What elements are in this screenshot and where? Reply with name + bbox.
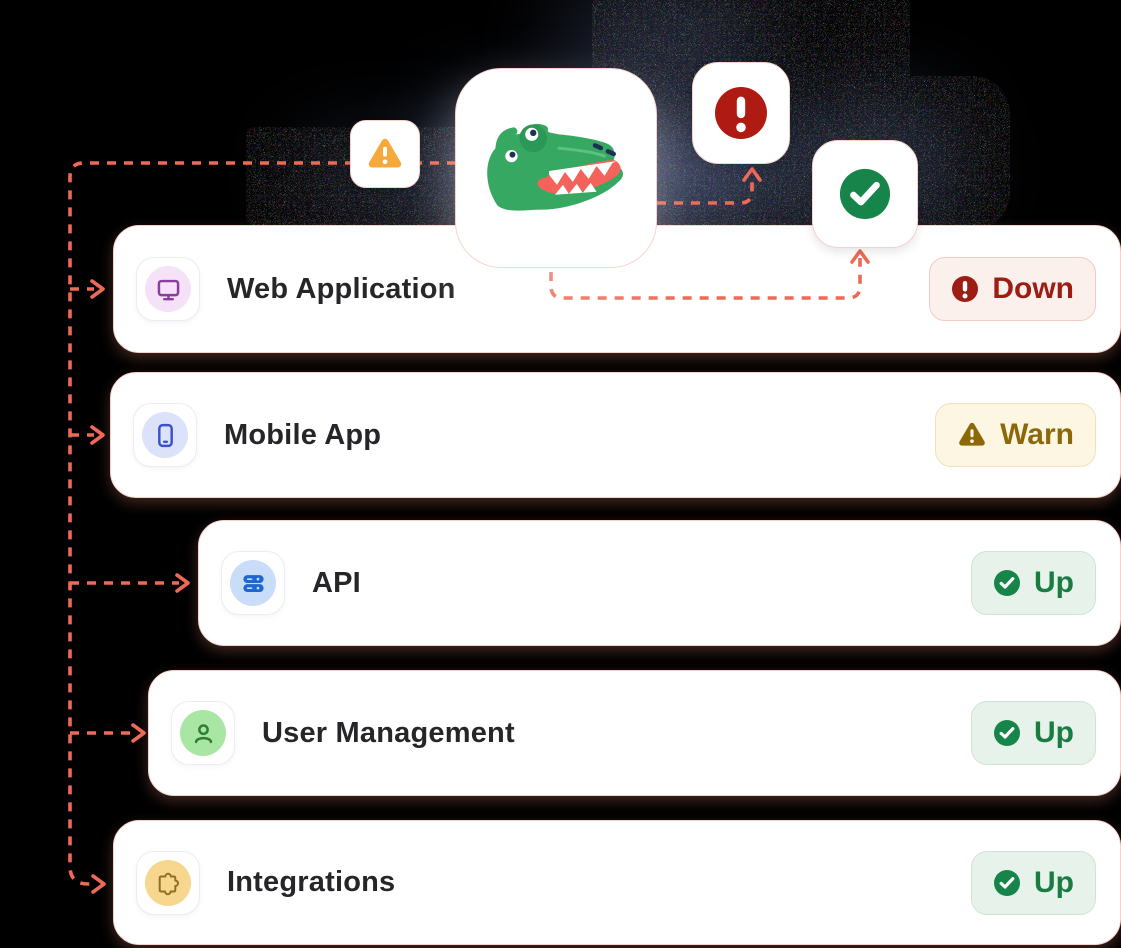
service-icon-tile: [221, 551, 285, 615]
error-circle-icon: [952, 276, 979, 302]
service-label: User Management: [262, 716, 515, 749]
service-icon-tile: [136, 850, 200, 915]
mascot-card: [455, 68, 657, 268]
service-icon-tile: [136, 257, 200, 321]
status-badge-up: Up: [971, 850, 1096, 915]
status-badge-warn: Warn: [935, 403, 1096, 467]
service-label: Mobile App: [224, 418, 382, 451]
user-icon: [180, 710, 226, 756]
service-label: API: [312, 566, 361, 599]
crocodile-mascot: [487, 123, 624, 211]
service-row-mobile-app[interactable]: Mobile App Warn: [110, 372, 1121, 498]
check-card: [812, 140, 918, 248]
smartphone-icon: [142, 412, 188, 458]
service-label: Web Application: [227, 272, 456, 305]
service-row-user-management[interactable]: User Management Up: [148, 670, 1121, 796]
warning-triangle-icon: [959, 422, 985, 446]
status-label: Up: [1034, 566, 1074, 599]
service-row-api[interactable]: API Up: [198, 520, 1121, 646]
status-label: Down: [992, 272, 1074, 305]
service-icon-tile: [171, 701, 235, 765]
check-circle-icon: [839, 168, 891, 220]
service-label: Integrations: [227, 866, 396, 898]
status-badge-up: Up: [971, 551, 1096, 615]
warning-triangle-icon: [368, 138, 402, 168]
puzzle-icon: [145, 859, 191, 906]
check-circle-icon: [994, 720, 1020, 746]
status-badge-up: Up: [971, 701, 1096, 765]
server-stack-icon: [230, 560, 276, 606]
status-label: Up: [1034, 865, 1074, 899]
check-circle-icon: [994, 869, 1020, 896]
service-row-integrations[interactable]: Integrations Up: [113, 820, 1121, 945]
error-circle-icon: [715, 87, 767, 139]
error-card: [692, 62, 790, 164]
status-label: Up: [1034, 716, 1074, 749]
monitor-icon: [145, 266, 191, 312]
check-circle-icon: [994, 570, 1020, 596]
status-badge-down: Down: [929, 257, 1096, 321]
warning-card: [350, 120, 420, 188]
service-icon-tile: [133, 403, 197, 467]
status-label: Warn: [1000, 418, 1074, 451]
